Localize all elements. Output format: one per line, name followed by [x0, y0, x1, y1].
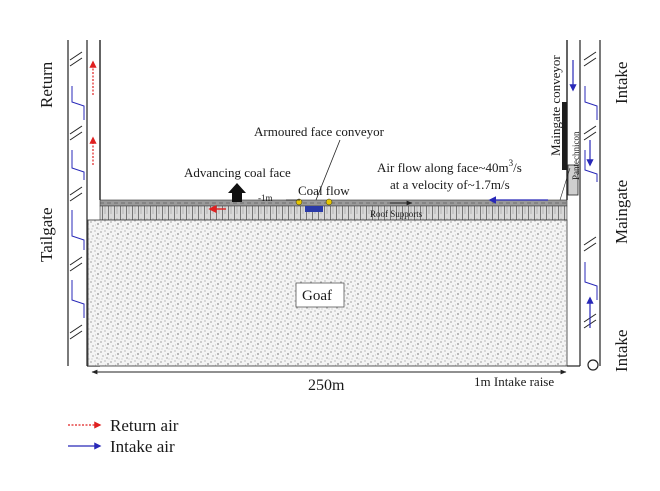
longwall-face [99, 196, 568, 221]
pantechnicon-unit [567, 164, 579, 196]
air-flow-label-line1: Air flow along face~40m3/s [377, 158, 522, 175]
intake-raise-circle [587, 359, 599, 371]
maingate-conveyor-belt [562, 102, 567, 170]
shearer-drum-icon [325, 198, 333, 206]
legend: Return air Intake air [68, 416, 179, 456]
tailgate-roadway [67, 40, 101, 367]
advancing-direction-arrow [228, 183, 246, 202]
return-air-legend-label: Return air [110, 416, 179, 435]
afc-callout-line [315, 139, 341, 201]
minus-1m-label: -1m [258, 193, 273, 203]
roof-supports-band [99, 205, 568, 221]
tailgate-label: Tailgate [37, 207, 56, 262]
coal-flow-label: Coal flow [298, 183, 350, 198]
tailgate-seal-symbol [69, 51, 83, 340]
air-flow-label-line2: at a velocity of~1.7m/s [390, 177, 510, 192]
goaf-area [87, 219, 568, 367]
intake-top-label: Intake [612, 62, 631, 104]
intake-raise-label: 1m Intake raise [474, 374, 554, 389]
pantechnicon-callout-line [559, 167, 571, 201]
face-length-label: 250m [308, 377, 345, 394]
roof-supports-label: Roof Supports [370, 209, 423, 219]
maingate-intake-air-path [584, 86, 598, 300]
pantechnicon-label: Pantechnicon [571, 131, 581, 180]
goaf-label-box [295, 282, 345, 308]
shearer-drum-icon [295, 198, 303, 206]
armoured-face-conveyor-label: Armoured face conveyor [254, 124, 385, 139]
return-label: Return [37, 61, 56, 108]
intake-air-legend-label: Intake air [110, 437, 175, 456]
maingate-conveyor-label: Maingate conveyor [548, 55, 563, 156]
maingate-roadway [562, 40, 601, 371]
maingate-seal-symbol [583, 51, 597, 329]
intake-bottom-label: Intake [612, 330, 631, 372]
shearer-icon [305, 206, 323, 212]
goaf-label: Goaf [302, 288, 332, 304]
advancing-coal-face-label: Advancing coal face [184, 165, 291, 180]
tailgate-intake-air-path [71, 86, 85, 318]
maingate-label: Maingate [612, 180, 631, 244]
